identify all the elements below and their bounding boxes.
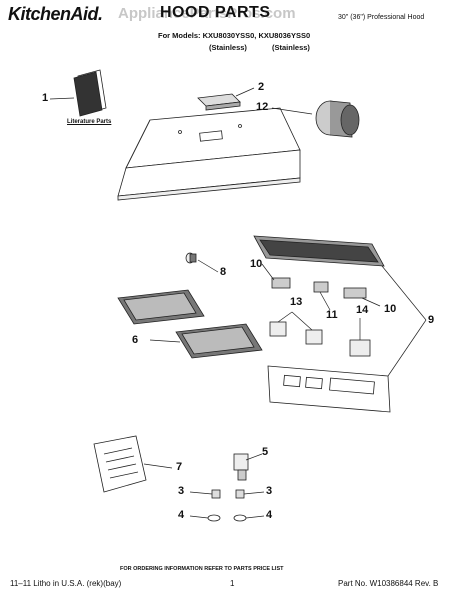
mesh-panel — [93, 435, 147, 493]
hood-body — [117, 107, 301, 201]
page-number: 1 — [230, 579, 235, 588]
damper-part — [197, 93, 241, 111]
callout-8: 8 — [220, 266, 227, 278]
litho-note: 11–11 Litho in U.S.A. (rek)(bay) — [10, 579, 122, 588]
control-panel-top — [253, 235, 385, 267]
callout-4-left: 4 — [178, 509, 185, 521]
lamp-bulb — [185, 252, 197, 264]
blower-motor — [315, 100, 360, 138]
callout-9: 9 — [428, 314, 435, 326]
callout-5: 5 — [262, 446, 269, 458]
callout-1: 1 — [42, 92, 49, 104]
callout-14: 14 — [356, 304, 369, 316]
literature-parts-label: Literature Parts — [67, 119, 112, 125]
literature-booklet — [73, 69, 107, 117]
light-socket — [233, 453, 249, 481]
callout-10-left: 10 — [250, 258, 263, 270]
control-modules — [269, 321, 371, 357]
small-bulbs — [211, 489, 245, 499]
brand-logo: KitchenAid. — [8, 4, 103, 24]
model-list: For Models: KXU8030YSS0, KXU8036YSS0 — [158, 31, 311, 40]
callout-12: 12 — [256, 101, 269, 113]
callout-13: 13 — [290, 296, 303, 308]
callout-2: 2 — [258, 81, 265, 93]
callout-7: 7 — [176, 461, 183, 473]
callout-6: 6 — [132, 334, 139, 346]
watermark: AppliancePartsPros.com — [118, 5, 296, 22]
finish-label-1: (Stainless) — [209, 43, 247, 52]
switch-parts — [271, 277, 367, 299]
page-title: HOOD PARTS — [160, 4, 271, 21]
callout-4-right: 4 — [266, 509, 273, 521]
ordering-note: FOR ORDERING INFORMATION REFER TO PARTS … — [120, 566, 284, 572]
trim-rings — [207, 514, 247, 522]
callout-3-left: 3 — [178, 485, 185, 497]
grease-filter-1 — [117, 289, 205, 325]
page-subtitle: 30" (36") Professional Hood — [338, 14, 425, 21]
callout-3-right: 3 — [266, 485, 273, 497]
grease-filter-2 — [175, 323, 263, 359]
leader-lines — [49, 87, 427, 519]
control-panel-front — [267, 365, 391, 413]
callout-11: 11 — [326, 309, 338, 321]
callout-10-right: 10 — [384, 303, 397, 315]
finish-label-2: (Stainless) — [272, 43, 310, 52]
part-number: Part No. W10386844 Rev. B — [338, 579, 439, 588]
